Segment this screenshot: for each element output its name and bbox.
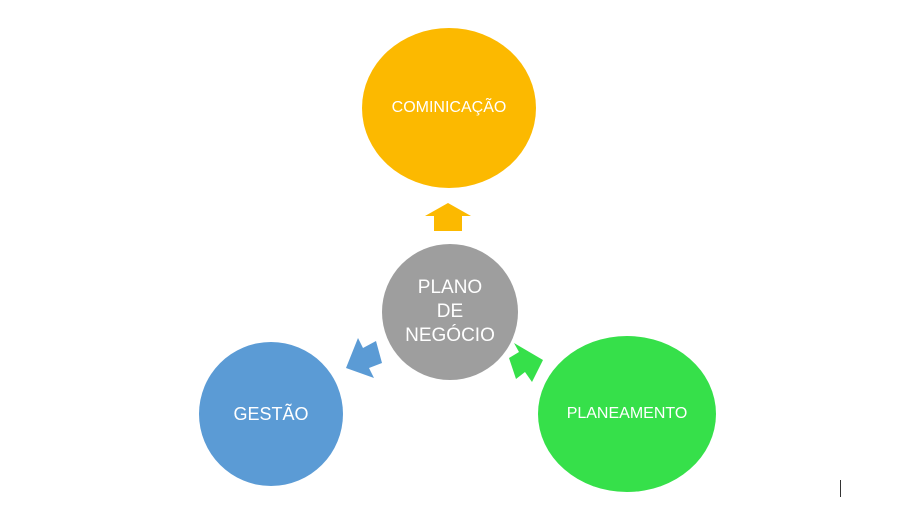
node-business-plan-label: PLANO DE NEGÓCIO (405, 277, 495, 346)
node-management-label: GESTÃO (233, 403, 309, 424)
node-communication-label: COMINICAÇÃO (391, 99, 507, 116)
arrow-to-left (346, 338, 382, 378)
arrow-to-top (425, 203, 471, 231)
node-planning: PLANEAMENTO (538, 336, 716, 492)
node-business-plan: PLANO DE NEGÓCIO (382, 244, 518, 380)
node-management: GESTÃO (199, 342, 343, 486)
node-communication: COMINICAÇÃO (362, 28, 536, 188)
text-cursor (840, 480, 841, 497)
arrow-to-right (509, 343, 543, 382)
node-planning-label: PLANEAMENTO (566, 405, 688, 422)
